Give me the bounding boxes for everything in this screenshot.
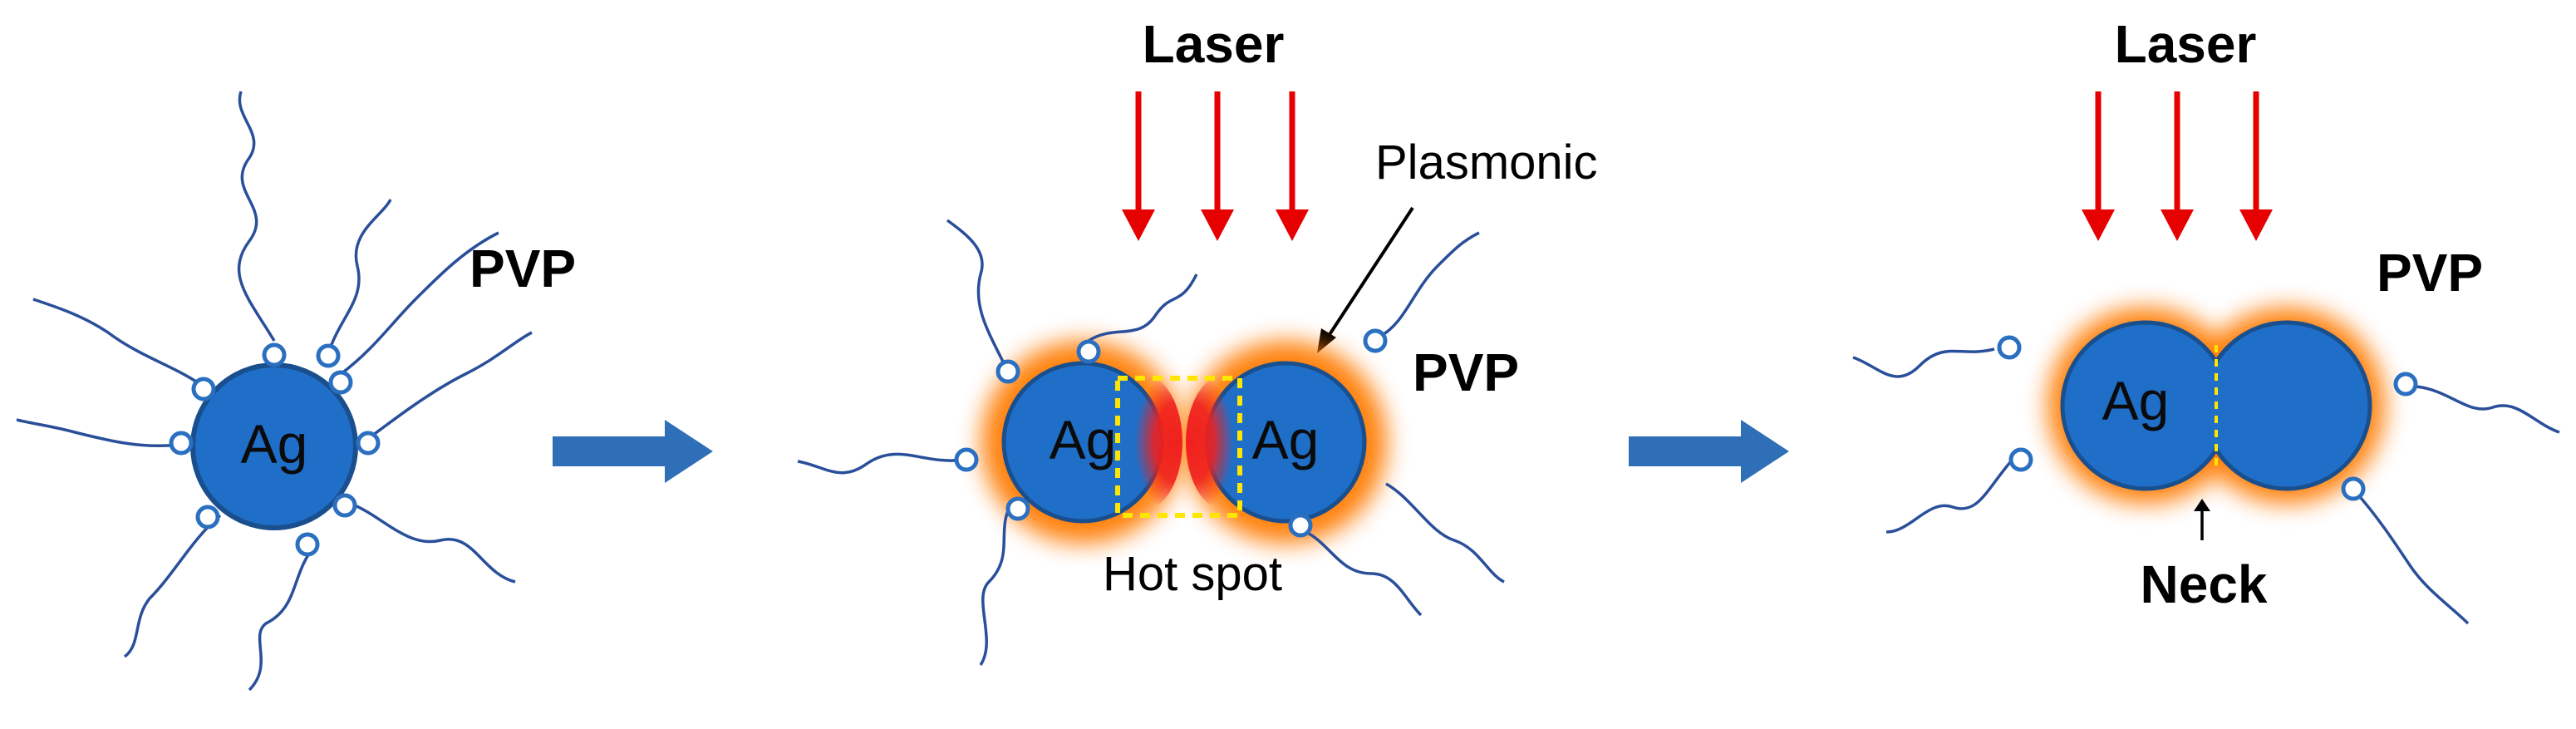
pvp-head [995,359,1020,384]
pvp-head [191,377,216,401]
particle-ag-fused-left-cover [2065,325,2226,486]
pvp-chain [1379,231,1480,338]
pvp-head [356,431,381,456]
laser-arrow-head [2082,209,2115,241]
pvp-head [295,532,320,557]
hotspot-gradient [1103,374,1182,510]
hotspot-box [1115,376,1242,518]
ag-label: Ag [2102,370,2170,431]
pvp-chain [248,543,317,692]
particle-ag-fused-right [2201,320,2372,491]
pvp-label: PVP [2377,243,2483,303]
pvp-chain [1852,347,1995,378]
panel-middle [797,219,1505,666]
process-arrow [1629,420,1789,483]
pvp-chain [946,219,1010,372]
pvp-chain [797,452,965,475]
pvp-head [2393,372,2418,397]
laser-arrow-head [1122,209,1155,241]
laser-arrow-head [1276,209,1309,241]
plasmonic-label: Plasmonic [1375,135,1598,190]
pvp-head [169,431,194,456]
pvp-head [1288,513,1313,538]
pvp-chain [327,199,392,354]
pvp-head [2341,476,2366,501]
panel-right [1852,308,2560,625]
pvp-head [1363,328,1388,353]
pvp-chain [16,418,179,448]
pvp-chain [123,514,222,658]
pvp-head [1076,339,1101,364]
pvp-label: PVP [469,239,576,298]
laser-arrows [1122,91,1309,241]
laser-arrow-head [2161,209,2194,241]
pvp-head [1997,335,2022,360]
hotspot-gradient [1186,374,1266,510]
pvp-head [195,505,220,530]
ag-label-left: Ag [1050,409,1117,470]
pvp-head [2008,447,2033,472]
pvp-head [1005,496,1030,521]
laser-arrow-head [1201,209,1234,241]
pvp-chain [32,298,205,388]
pvp-head [954,447,979,472]
plasmonic-pointer-head [1317,328,1336,353]
pvp-head [316,343,341,368]
pvp-chain [1300,528,1423,617]
laser-label: Laser [1143,14,1285,74]
pvp-chain [2354,490,2470,625]
pvp-chain [1885,460,2013,534]
pvp-chain [339,231,499,376]
plasmonic-pointer [1324,206,1414,342]
pvp-head [262,342,287,367]
neck-pointer-head [2194,499,2210,511]
pvp-chain [237,91,276,342]
pvp-label: PVP [1413,342,1519,402]
ag-label-right: Ag [1252,409,1320,470]
pvp-chain [1385,482,1505,584]
pvp-chain [979,506,1011,666]
laser-arrows [2082,91,2273,241]
neck-label: Neck [2141,554,2268,614]
pvp-chain [348,501,516,584]
pvp-chain [2416,385,2560,434]
pvp-chain [1088,273,1198,342]
process-arrow [553,420,713,483]
pvp-head [332,493,357,518]
laser-arrow-head [2239,209,2273,241]
panel-left [16,91,533,692]
pvp-head [328,370,353,395]
pvp-chain [364,331,533,442]
ag-label: Ag [241,413,308,475]
laser-label: Laser [2115,14,2257,74]
hotspot-label: Hot spot [1103,547,1282,601]
